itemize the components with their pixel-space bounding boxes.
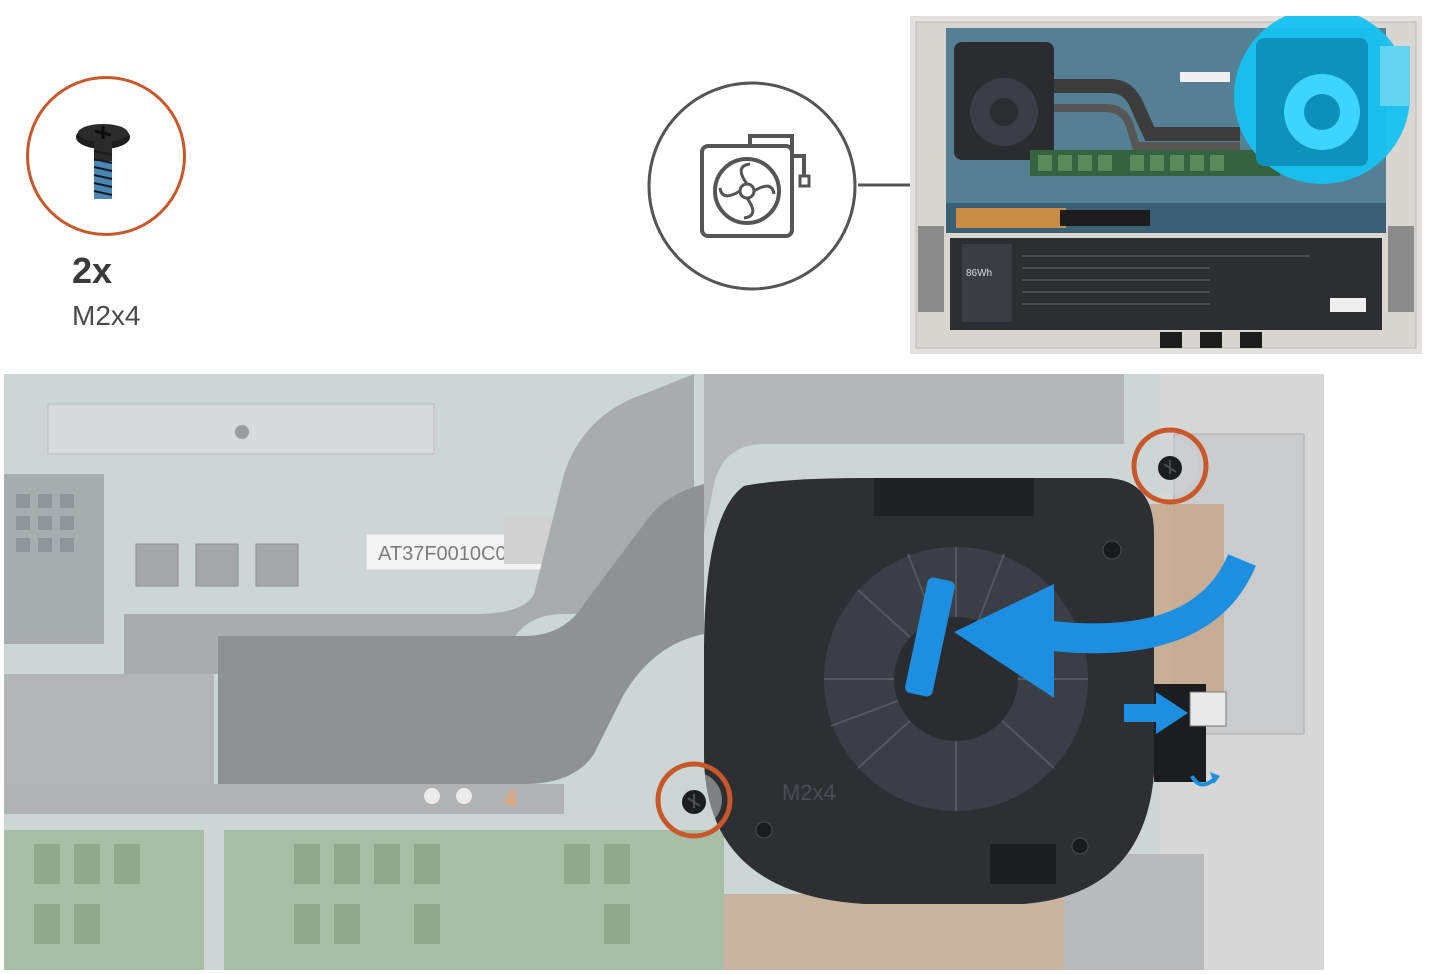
fan-icon — [647, 81, 857, 291]
fan-connector[interactable] — [1189, 691, 1227, 727]
push-arrow-icon — [1156, 692, 1188, 734]
fan-screw-marking: M2x4 — [782, 780, 836, 805]
fan-callout — [646, 80, 858, 292]
screw-highlight-top[interactable] — [1131, 427, 1209, 505]
fan-removal-detail: AT37F0010C0 4 — [4, 374, 1324, 970]
laptop-overview: 86Wh — [910, 8, 1422, 354]
screw-type-label: M2x4 — [72, 300, 141, 331]
board-sticker-code: AT37F0010C0 — [378, 543, 507, 565]
curved-arrow-icon — [1034, 553, 1256, 654]
screw-highlight-bottom[interactable] — [655, 761, 733, 839]
screw-icon — [76, 124, 130, 199]
screw-quantity: 2x — [72, 250, 113, 291]
battery-capacity-label: 86Wh — [966, 268, 992, 279]
screw-callout — [26, 76, 186, 236]
heatpipe-marker: 4 — [504, 786, 517, 811]
